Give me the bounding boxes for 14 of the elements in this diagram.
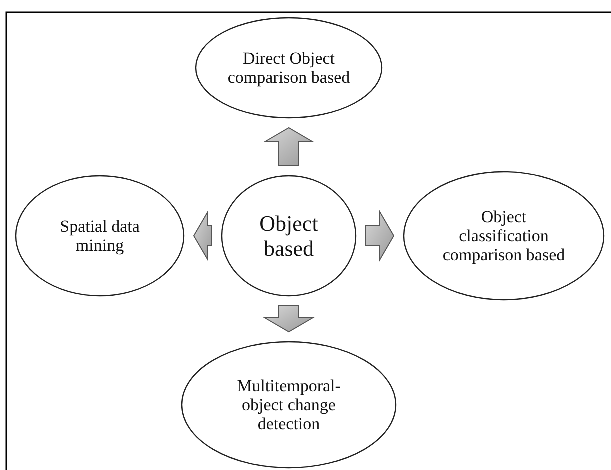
ellipse-node	[403, 171, 605, 301]
ellipse-node	[195, 17, 383, 119]
ellipse-node	[181, 341, 397, 469]
ellipse-node	[15, 175, 185, 297]
node-label: Direct Object comparison based	[226, 49, 352, 87]
ellipse-node	[221, 175, 357, 297]
block-arrow	[193, 210, 212, 262]
node-label: Spatial data mining	[59, 217, 141, 255]
block-arrow	[263, 306, 315, 333]
block-arrow	[263, 127, 315, 166]
node-label: Object based	[258, 211, 320, 261]
block-arrow	[366, 210, 395, 262]
node-label: Object classification comparison based	[442, 208, 566, 264]
node-label: Multitemporal- object change detection	[236, 376, 342, 434]
